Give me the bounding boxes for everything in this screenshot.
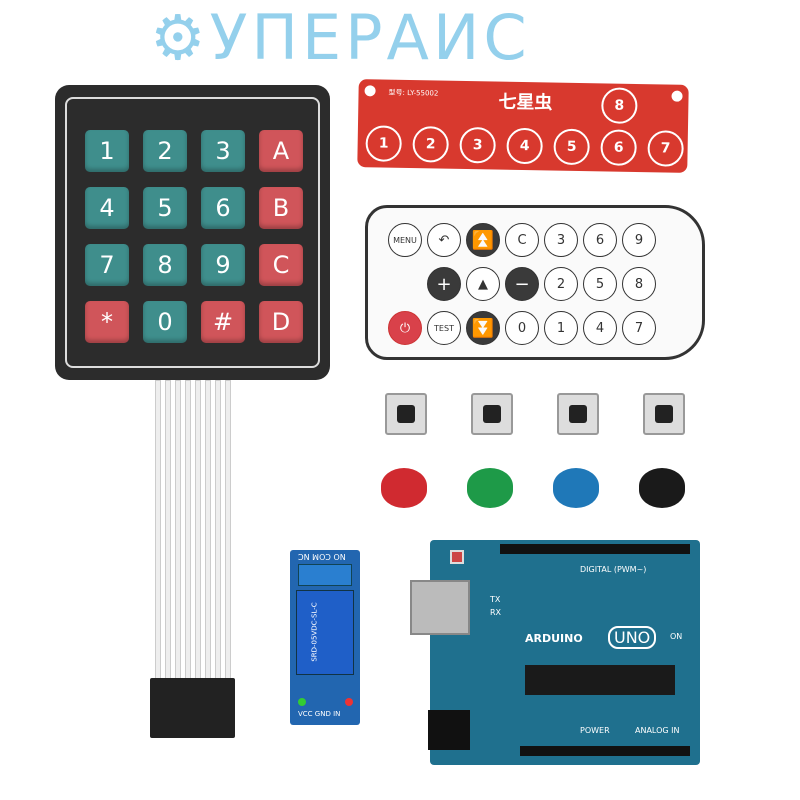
usb-port: [410, 580, 470, 635]
remote-button[interactable]: 9: [622, 223, 656, 257]
remote-button[interactable]: 8: [622, 267, 656, 301]
remote-button[interactable]: 4: [583, 311, 617, 345]
brand-logo: 七星虫: [498, 91, 553, 114]
relay-model-label: SRD-05VDC-SL-C: [310, 602, 319, 662]
wire: [225, 380, 231, 680]
button-cap: [467, 468, 513, 508]
keypad-key[interactable]: #: [201, 301, 245, 343]
keypad-key[interactable]: D: [259, 301, 303, 343]
arduino-logo: ARDUINO: [525, 632, 583, 645]
button-cap: [553, 468, 599, 508]
remote-button[interactable]: C: [505, 223, 539, 257]
model-label: UNO: [608, 626, 657, 649]
wire: [205, 380, 211, 680]
touch-pad[interactable]: 4: [506, 127, 543, 165]
remote-button[interactable]: ⏻: [388, 311, 422, 345]
tactile-switch[interactable]: [385, 393, 427, 435]
tactile-switch[interactable]: [471, 393, 513, 435]
remote-button[interactable]: MENU: [388, 223, 422, 257]
tactile-switch[interactable]: [643, 393, 685, 435]
touch-pad[interactable]: 3: [459, 126, 496, 164]
power-analog-header: [520, 746, 690, 756]
remote-button[interactable]: 7: [622, 311, 656, 345]
relay-module: NO COM NC SRD-05VDC-SL-C VCC GND IN: [290, 550, 360, 725]
wire: [185, 380, 191, 680]
remote-button[interactable]: +: [427, 267, 461, 301]
touch-pad[interactable]: 8: [601, 87, 638, 124]
remote-button[interactable]: 6: [583, 223, 617, 257]
keypad-key[interactable]: 4: [85, 187, 129, 229]
touch-pad[interactable]: 2: [412, 126, 449, 163]
keypad-key[interactable]: A: [259, 130, 303, 172]
wire: [175, 380, 181, 680]
keypad-key[interactable]: 7: [85, 244, 129, 286]
relay-pin-label: VCC GND IN: [298, 710, 341, 718]
keypad-key[interactable]: 9: [201, 244, 245, 286]
rx-label: RX: [490, 608, 502, 617]
remote-button[interactable]: TEST: [427, 311, 461, 345]
remote-button[interactable]: 0: [505, 311, 539, 345]
button-cap: [639, 468, 685, 508]
keypad-key[interactable]: 6: [201, 187, 245, 229]
keypad-key[interactable]: 1: [85, 130, 129, 172]
remote-button[interactable]: −: [505, 267, 539, 301]
reset-button: [450, 550, 464, 564]
touch-pad[interactable]: 1: [365, 125, 402, 162]
wire: [165, 380, 171, 680]
keypad-key[interactable]: 0: [143, 301, 187, 343]
keypad-key[interactable]: 2: [143, 130, 187, 172]
tx-label: TX: [490, 595, 501, 604]
keypad-key[interactable]: C: [259, 244, 303, 286]
remote-button[interactable]: 5: [583, 267, 617, 301]
relay-terminal-label: NO COM NC: [298, 552, 346, 561]
remote-button[interactable]: 3: [544, 223, 578, 257]
keypad-key[interactable]: 3: [201, 130, 245, 172]
analog-label: ANALOG IN: [635, 726, 680, 735]
remote-button[interactable]: ↶: [427, 223, 461, 257]
power-label: POWER: [580, 726, 610, 735]
model-label: 型号: LY-55002: [388, 88, 439, 98]
button-cap: [381, 468, 427, 508]
cable-connector: [150, 678, 235, 738]
ribbon-cable: [155, 380, 233, 680]
microcontroller-chip: [525, 665, 675, 695]
keypad-key[interactable]: B: [259, 187, 303, 229]
arduino-uno-board: DIGITAL (PWM~) TX RX ARDUINO UNO ON POWE…: [410, 540, 700, 765]
remote-button[interactable]: 2: [544, 267, 578, 301]
power-jack: [428, 710, 470, 750]
touch-pad[interactable]: 6: [600, 129, 637, 166]
keypad-key[interactable]: 8: [143, 244, 187, 286]
remote-button[interactable]: 1: [544, 311, 578, 345]
touch-pad[interactable]: 5: [553, 128, 590, 166]
watermark: ⚙УПЕРАИС: [150, 1, 531, 74]
keypad-key[interactable]: *: [85, 301, 129, 343]
wire: [195, 380, 201, 680]
on-label: ON: [670, 632, 683, 641]
digital-label: DIGITAL (PWM~): [580, 565, 647, 574]
digital-header: [500, 544, 690, 554]
remote-button[interactable]: ⏬: [466, 311, 500, 345]
remote-button[interactable]: ⏫: [466, 223, 500, 257]
wire: [155, 380, 161, 680]
wire: [215, 380, 221, 680]
keypad-key[interactable]: 5: [143, 187, 187, 229]
touch-pad[interactable]: 7: [647, 130, 684, 167]
tactile-switch[interactable]: [557, 393, 599, 435]
remote-button[interactable]: ▲: [466, 267, 500, 301]
